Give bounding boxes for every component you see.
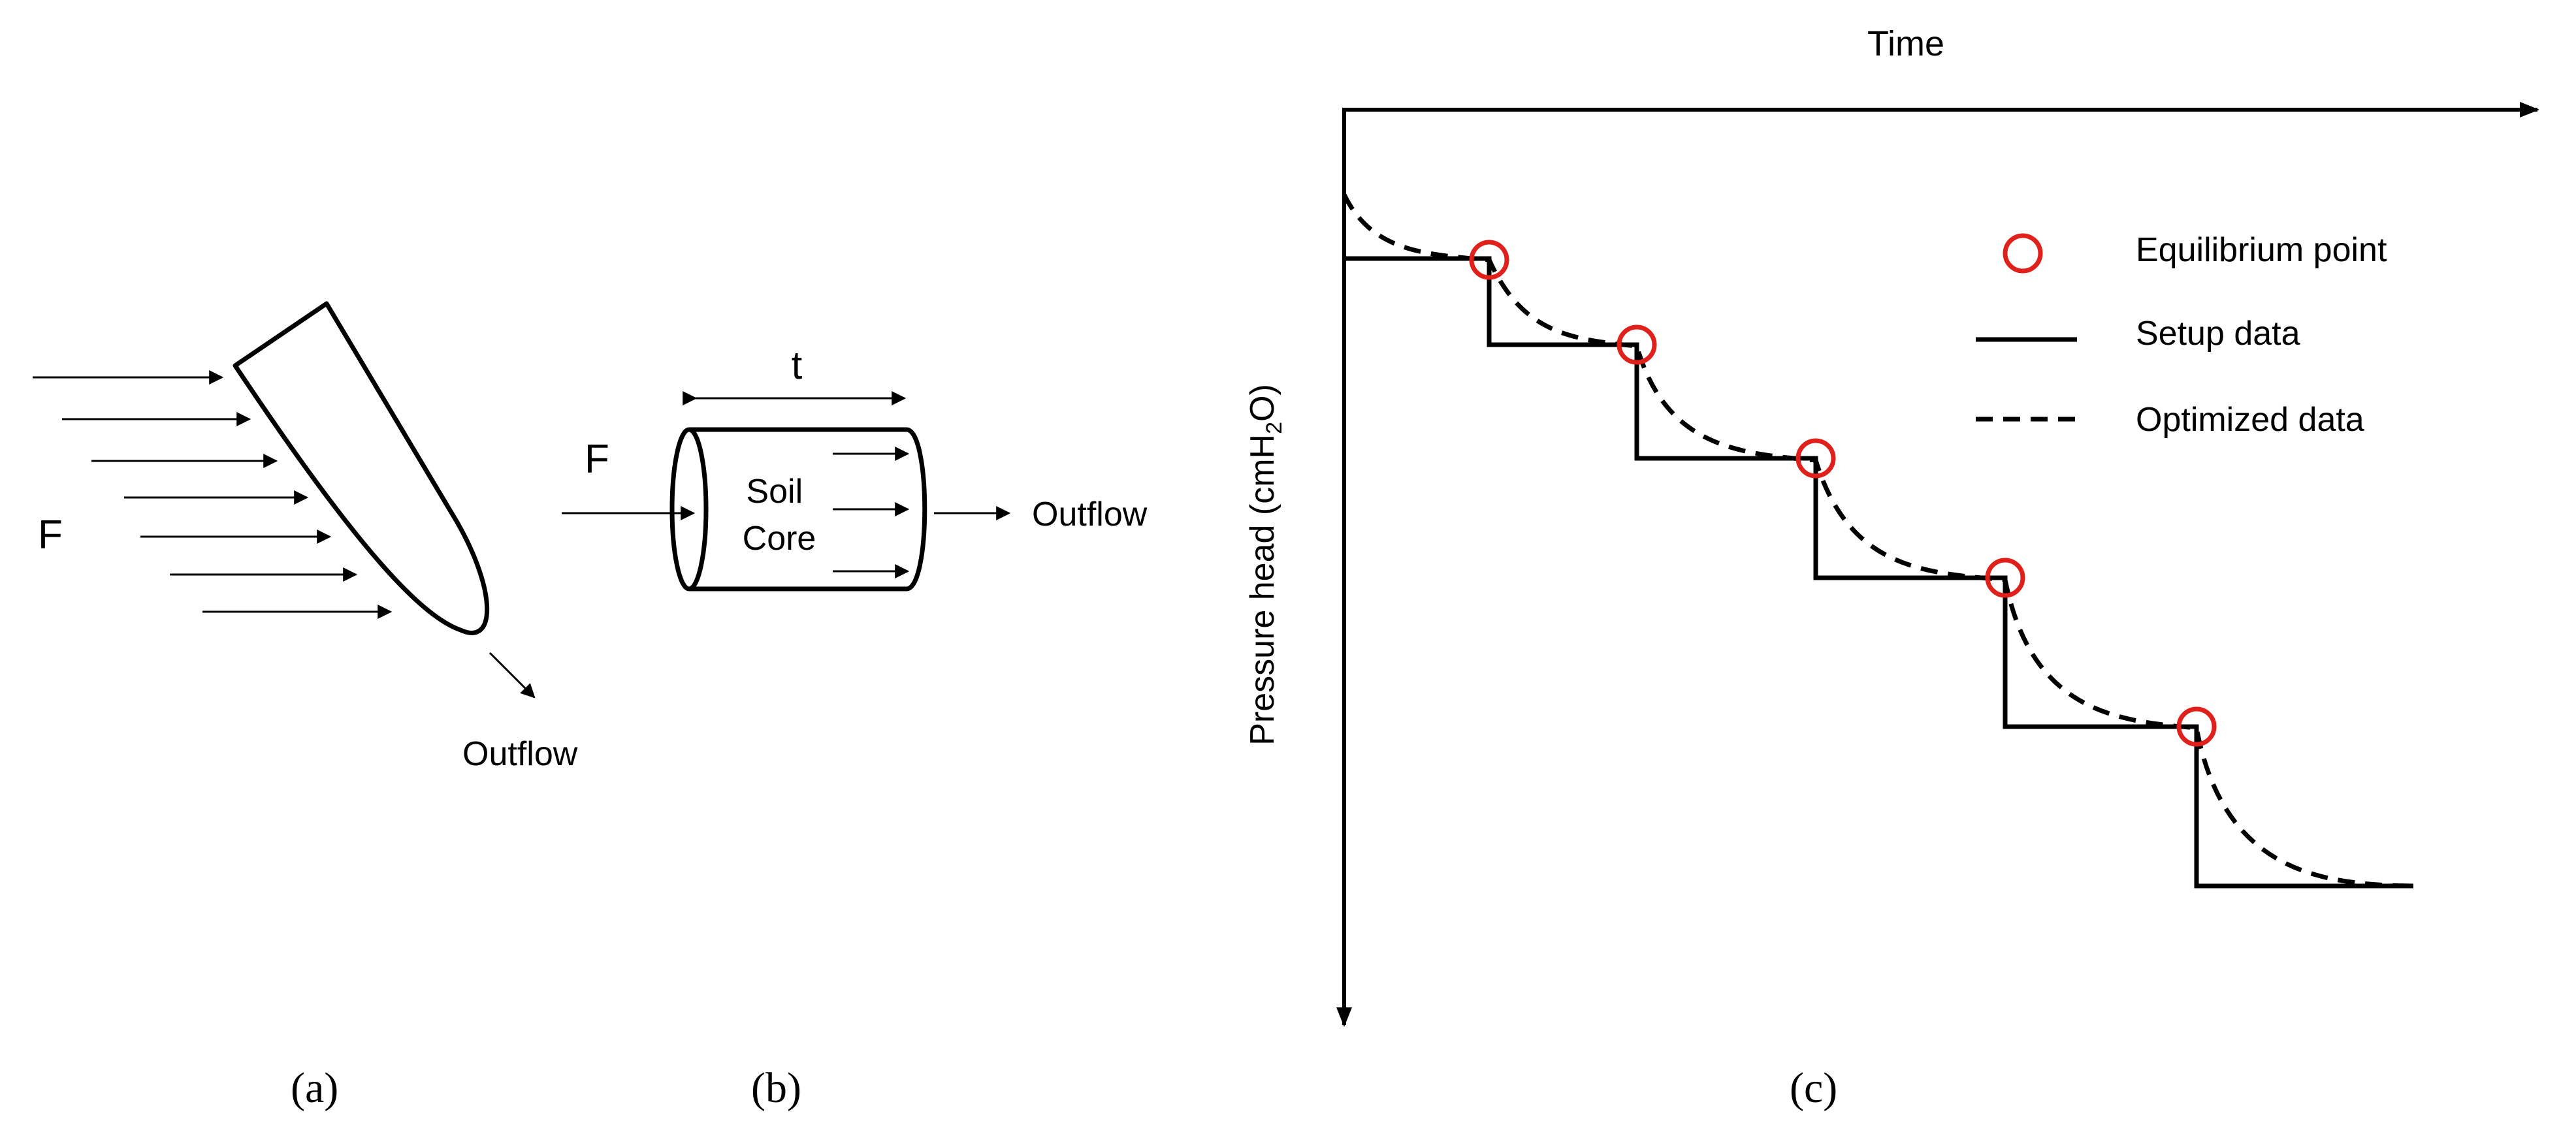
time-axis-label: Time (1867, 24, 1944, 63)
soil-core-label: Soil Core (743, 473, 816, 558)
setup-data-line (1344, 256, 2413, 889)
panel-c: Time Pressure head (cmH2O) Equilibrium p… (1244, 24, 2539, 1112)
leaf-shape (233, 301, 490, 635)
outflow-label: Outflow (462, 735, 578, 773)
legend-optimized-label: Optimized data (2136, 401, 2364, 439)
panel-a: F Outflow (a) (33, 301, 578, 1112)
thickness-label: t (792, 343, 803, 387)
equilibrium-points (1469, 240, 2217, 747)
panel-caption: (b) (751, 1064, 801, 1112)
equilibrium-point (1795, 438, 1836, 479)
panel-caption: (c) (1790, 1064, 1837, 1112)
internal-flow-arrows (833, 447, 910, 578)
force-label: F (585, 437, 609, 482)
pressure-axis-label: Pressure head (cmH2O) (1244, 384, 1287, 746)
optimized-data-line (1342, 193, 2414, 889)
force-label: F (38, 513, 63, 558)
incoming-flux-arrows (33, 370, 393, 619)
equilibrium-point (1469, 240, 1509, 280)
outflow-label: Outflow (1032, 496, 1148, 533)
soil-core-cylinder (669, 427, 927, 592)
outflow-arrow (489, 652, 536, 699)
equilibrium-point (1617, 324, 1657, 365)
panel-caption: (a) (291, 1064, 338, 1112)
legend-equilibrium-label: Equilibrium point (2136, 231, 2387, 269)
equilibrium-point (1985, 558, 2025, 598)
panel-b: t F Soil Core Outflow (b) (562, 343, 1148, 1112)
equilibrium-point (2176, 706, 2217, 747)
legend: Equilibrium point Setup data Optimized d… (1976, 231, 2387, 439)
legend-equilibrium-marker (2003, 233, 2043, 274)
legend-setup-label: Setup data (2136, 315, 2300, 353)
